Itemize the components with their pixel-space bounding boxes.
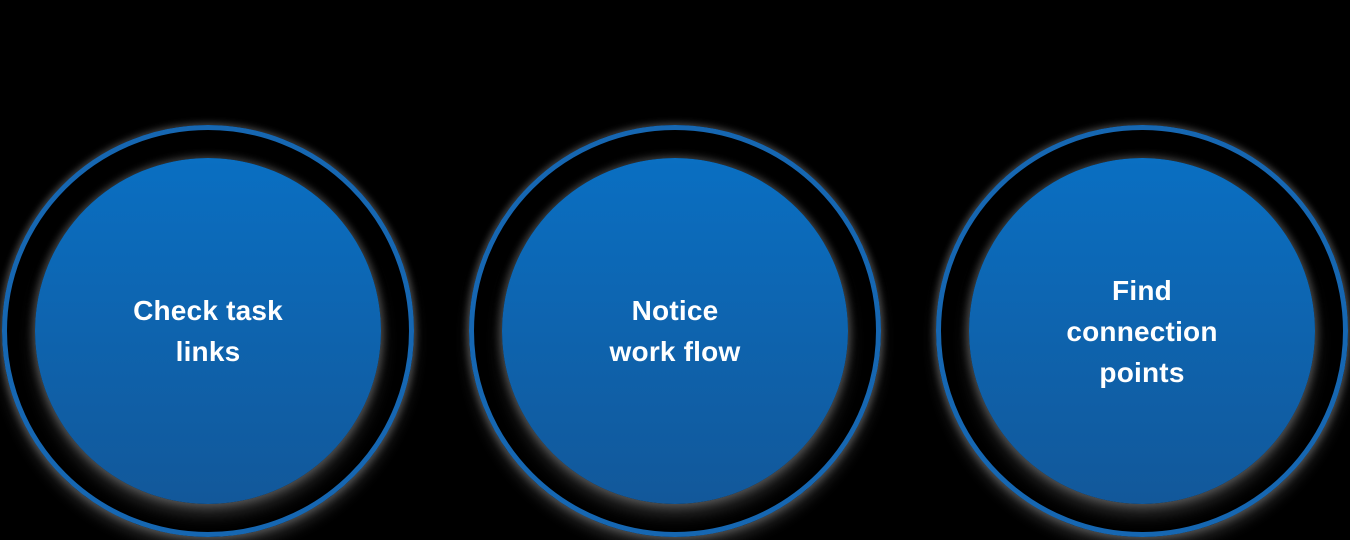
step-disc: Notice work flow: [502, 158, 848, 504]
step-disc: Find connection points: [969, 158, 1315, 504]
step-ring: [2, 125, 414, 537]
step-ring: [469, 125, 881, 537]
step-ring: [936, 125, 1348, 537]
step-label: Notice work flow: [609, 295, 741, 367]
step-label: Find connection points: [1066, 274, 1218, 388]
step-circle-find-connection-points: Find connection points: [936, 125, 1348, 537]
step-circle-notice-work-flow: Notice work flow: [469, 125, 881, 537]
step-circle-check-task-links: Check task links: [2, 125, 414, 537]
step-label: Check task links: [133, 295, 283, 367]
step-disc: Check task links: [35, 158, 381, 504]
